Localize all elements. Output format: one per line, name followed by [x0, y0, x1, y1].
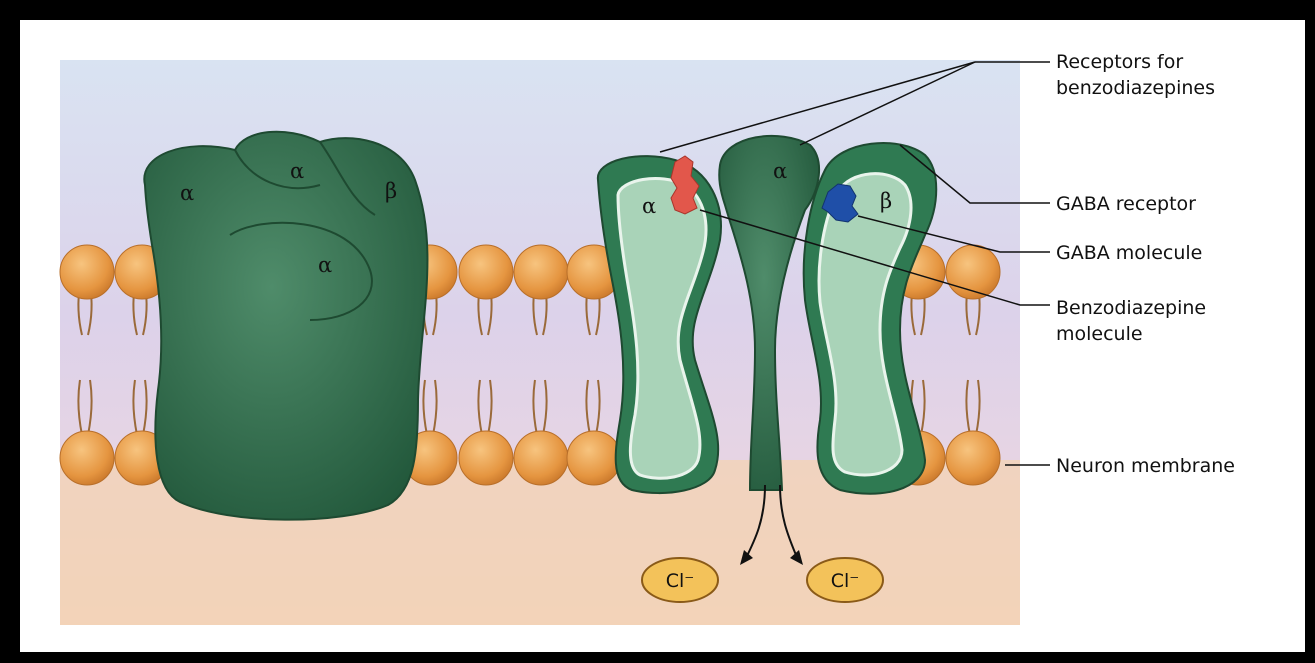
label-gaba-receptor: GABA receptor [1056, 193, 1196, 215]
diagram-panel: α α β α α α β Cl⁻ Cl⁻ Receptors fo [20, 20, 1305, 652]
label-gaba-molecule: GABA molecule [1056, 242, 1202, 264]
left-subunit-alpha-1: α [180, 181, 194, 205]
chloride-ion-label-1: Cl⁻ [666, 570, 695, 592]
label-receptors-line1: Receptors for [1056, 51, 1183, 73]
left-subunit-beta: β [385, 179, 397, 203]
left-subunit-alpha-3: α [318, 253, 332, 277]
right-subunit-alpha-1: α [642, 194, 656, 218]
label-receptors-line2: benzodiazepines [1056, 77, 1215, 99]
right-subunit-alpha-2: α [773, 159, 787, 183]
label-benzo-line2: molecule [1056, 323, 1143, 345]
chloride-ion-label-2: Cl⁻ [831, 570, 860, 592]
label-benzo-line1: Benzodiazepine [1056, 297, 1206, 319]
right-subunit-beta: β [880, 189, 892, 213]
label-neuron-membrane: Neuron membrane [1056, 455, 1235, 477]
gaba-receptor-diagram: α α β α α α β Cl⁻ Cl⁻ Receptors fo [20, 20, 1305, 652]
left-subunit-alpha-2: α [290, 159, 304, 183]
